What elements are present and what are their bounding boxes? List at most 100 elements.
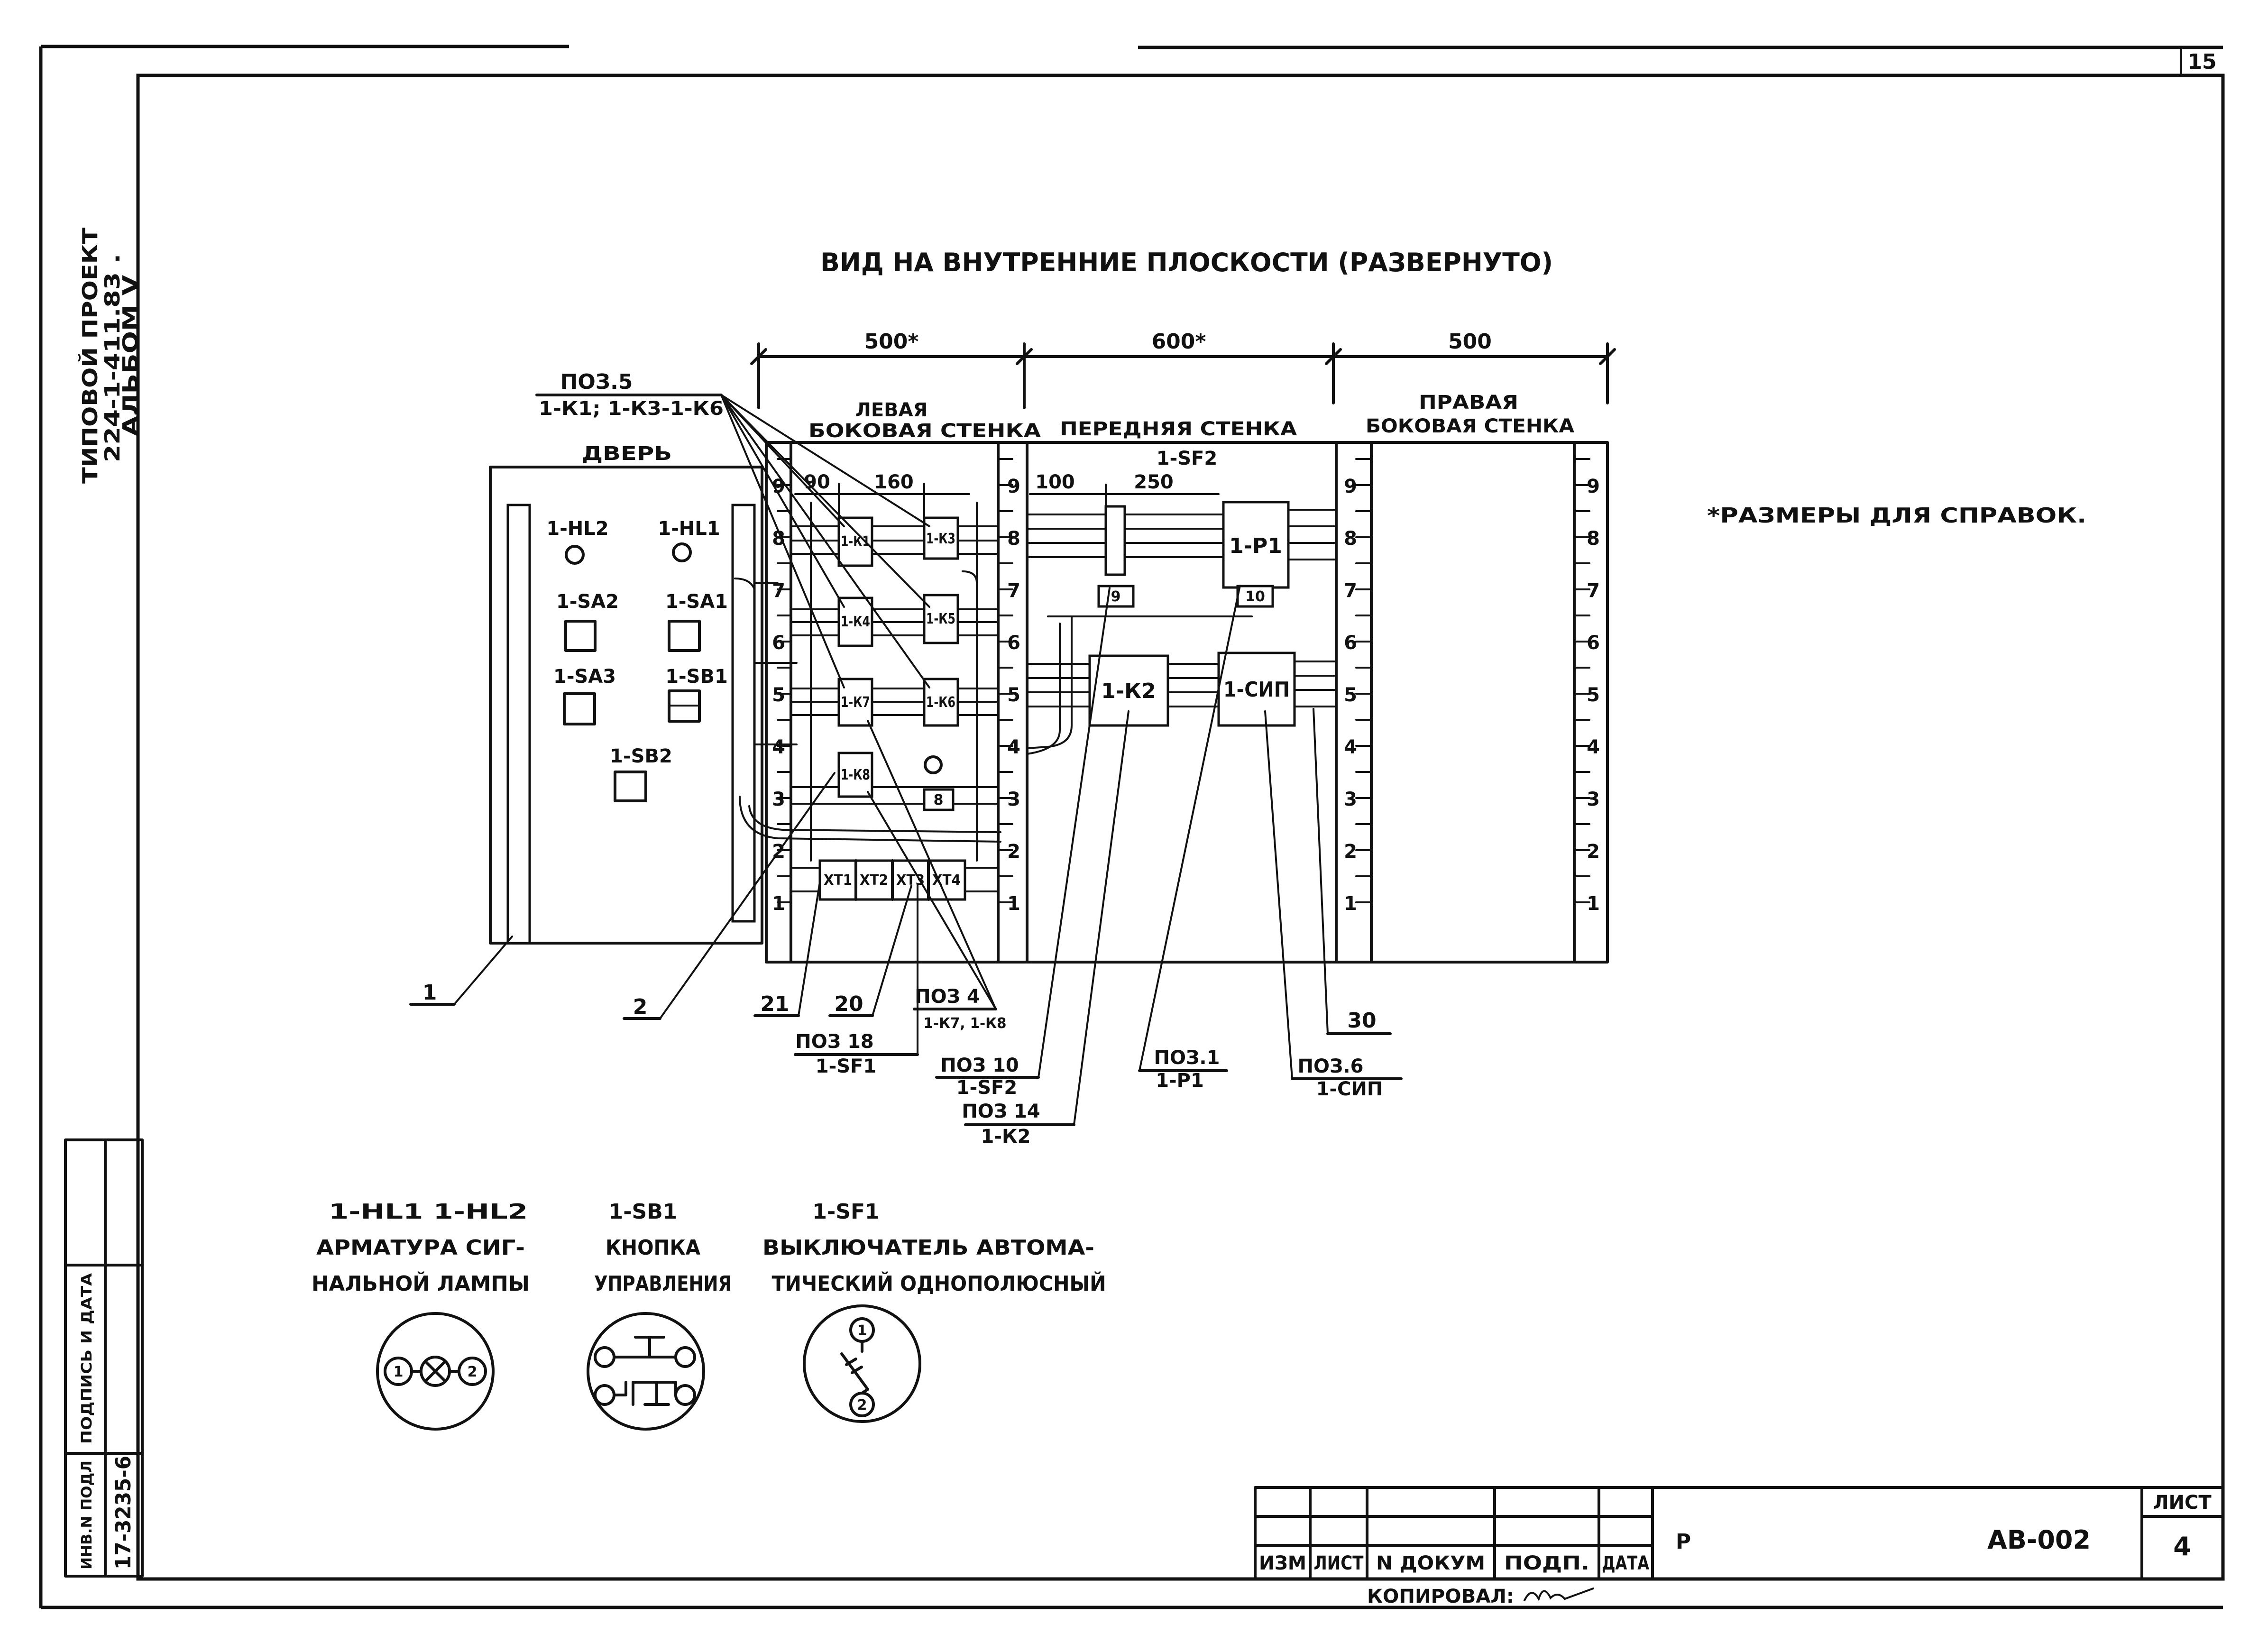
callout-item21: 21 — [760, 992, 789, 1016]
callout-pos10: ПОЗ 10 — [940, 1055, 1019, 1076]
door-sa1-label: 1-SA1 — [665, 591, 728, 613]
legend-breaker: 1-SF1 ВЫКЛЮЧАТЕЛЬ АВТОМА- ТИЧЕСКИЙ ОДНОП… — [762, 1200, 1106, 1423]
copier-signature — [1524, 1588, 1594, 1602]
marker-10: 10 — [1245, 588, 1265, 605]
scale-mark-3-4: 4 — [1344, 736, 1357, 758]
scale-mark-3-5: 5 — [1344, 684, 1357, 706]
scale-mark-4-2: 2 — [1587, 841, 1600, 863]
legend-button: 1-SB1 КНОПКА УПРАВЛЕНИЯ — [587, 1200, 732, 1431]
scale-mark-3-2: 2 — [1344, 841, 1357, 863]
door-sb2-label: 1-SB2 — [610, 745, 672, 767]
scale-mark-4-8: 8 — [1587, 528, 1600, 550]
scale-mark-2-9: 9 — [1007, 476, 1020, 497]
breaker-pin1: 1 — [857, 1322, 867, 1339]
callout-item1: 1 — [422, 981, 437, 1005]
tb-code: АВ-002 — [1987, 1525, 2091, 1555]
dim-front-wall: 600* — [1152, 330, 1206, 354]
tb-sheet-no: 4 — [2173, 1532, 2191, 1561]
front-wall-caption: ПЕРЕДНЯЯ СТЕНКА — [1060, 418, 1297, 440]
reference-note: *РАЗМЕРЫ ДЛЯ СПРАВОК. — [1707, 504, 2086, 528]
relay-k6: 1-К6 — [926, 694, 955, 711]
callout-item30: 30 — [1347, 1009, 1376, 1033]
side-stamp-line1: ТИПОВОЙ ПРОЕКТ — [77, 228, 102, 484]
right-wall-caption-2: БОКОВАЯ СТЕНКА — [1366, 415, 1574, 437]
archive-sign-label: ПОДПИСЬ И ДАТА — [79, 1273, 95, 1444]
scale-mark-3-8: 8 — [1344, 528, 1357, 550]
legend-button-line1: КНОПКА — [606, 1236, 700, 1260]
dim-left-wall: 500* — [864, 330, 919, 354]
tb-col-sign: ПОДП. — [1504, 1552, 1589, 1574]
scale-mark-3-6: 6 — [1344, 632, 1357, 654]
scale-mark-1-5: 5 — [772, 684, 785, 706]
indicator-circle-icon — [924, 755, 943, 774]
device-k2: 1-К2 — [1101, 679, 1156, 703]
scale-mark-1-4: 4 — [772, 736, 785, 758]
relay-k5: 1-К5 — [926, 611, 955, 627]
scale-mark-3-3: 3 — [1344, 789, 1357, 810]
scale-mark-2-3: 3 — [1007, 789, 1020, 810]
scale-mark-2-5: 5 — [1007, 684, 1020, 706]
legend-lamp: 1-HL1 1-HL2 АРМАТУРА СИГ- НАЛЬНОЙ ЛАМПЫ … — [312, 1200, 530, 1431]
terminal-xt2: XT2 — [860, 872, 888, 889]
lamp-hl2-icon — [565, 545, 585, 565]
button-symbol-icon — [587, 1312, 705, 1431]
callout-pos1: ПОЗ.1 — [1154, 1047, 1220, 1069]
scale-mark-4-3: 3 — [1587, 789, 1600, 810]
lamp-pin1: 1 — [394, 1364, 404, 1380]
breaker-symbol-icon — [803, 1304, 921, 1423]
sheet-frames — [39, 45, 2225, 1609]
scale-mark-4-9: 9 — [1587, 476, 1600, 497]
callout-pos14-ref: 1-К2 — [981, 1126, 1031, 1147]
archive-inv-label: ИНВ.N ПОДЛ — [79, 1460, 95, 1569]
title-block: ИЗМ ЛИСТ N ДОКУМ ПОДП. ДАТА Р АВ-002 ЛИС… — [1254, 1486, 2224, 1607]
terminal-xt1: XT1 — [824, 872, 852, 889]
terminal-block: XT1 XT2 XT3 XT4 — [790, 859, 999, 901]
overall-dimensions: 500* 600* 500 — [750, 330, 1616, 409]
right-wall-panel — [1335, 441, 1609, 964]
dim-160: 160 — [874, 471, 914, 493]
scale-mark-3-7: 7 — [1344, 580, 1357, 602]
callout-item2: 2 — [633, 995, 648, 1019]
scale-mark-2-2: 2 — [1007, 841, 1020, 863]
scale-mark-4-7: 7 — [1587, 580, 1600, 602]
wall-captions: ЛЕВАЯ БОКОВАЯ СТЕНКА ПЕРЕДНЯЯ СТЕНКА ПРА… — [808, 392, 1574, 442]
legend-breaker-line2: ТИЧЕСКИЙ ОДНОПОЛЮСНЫЙ — [772, 1271, 1106, 1296]
relay-k7: 1-К7 — [841, 694, 870, 711]
callout-item20: 20 — [834, 992, 863, 1016]
tb-stage: Р — [1676, 1530, 1691, 1554]
scale-mark-3-9: 9 — [1344, 476, 1357, 497]
door-sa2-label: 1-SA2 — [556, 591, 619, 613]
marker-9: 9 — [1111, 588, 1121, 605]
dim-250: 250 — [1134, 471, 1174, 493]
left-wall-panel: 90 160 1-К1 1-К3 1-К4 1-К5 1-К7 1-К6 1-К… — [765, 441, 1028, 964]
legend-lamp-refs: 1-HL1 1-HL2 — [329, 1200, 528, 1224]
scale-mark-1-7: 7 — [772, 580, 785, 602]
scale-mark-2-6: 6 — [1007, 632, 1020, 654]
door-hl2-label: 1-HL2 — [546, 518, 608, 540]
side-stamp: ТИПОВОЙ ПРОЕКТ 224-1-411.83 . АЛЬБОМ V — [77, 228, 143, 484]
scale-mark-2-8: 8 — [1007, 528, 1020, 550]
callout-pos5-ref: 1-К1; 1-К3-1-К6 — [539, 398, 724, 420]
legend-button-line2: УПРАВЛЕНИЯ — [594, 1272, 732, 1296]
left-wall-caption-1: ЛЕВАЯ — [855, 399, 928, 421]
drawing-title: ВИД НА ВНУТРЕННИЕ ПЛОСКОСТИ (РАЗВЕРНУТО) — [820, 248, 1553, 277]
callout-pos1-ref: 1-Р1 — [1156, 1070, 1204, 1092]
lamp-hl1-icon — [672, 542, 692, 562]
door-panel: ДВЕРЬ 1-HL2 1-HL1 1-SA2 1-SA1 1-SA3 1-SB… — [489, 443, 1001, 945]
relay-k4: 1-К4 — [841, 614, 870, 630]
legend-breaker-line1: ВЫКЛЮЧАТЕЛЬ АВТОМА- — [762, 1236, 1094, 1260]
tb-col-list: ЛИСТ — [1314, 1552, 1364, 1574]
scale-mark-2-4: 4 — [1007, 736, 1020, 758]
archive-inv-number: 17-3235-6 — [111, 1456, 136, 1569]
callout-pos14: ПОЗ 14 — [962, 1101, 1040, 1122]
side-stamp-line3: АЛЬБОМ V — [119, 275, 143, 436]
device-sip: 1-СИП — [1223, 678, 1290, 702]
callout-pos10-ref: 1-SF2 — [956, 1077, 1017, 1099]
door-label: ДВЕРЬ — [582, 443, 672, 465]
tb-copied-label: КОПИРОВАЛ: — [1367, 1586, 1514, 1607]
archive-stamp: ПОДПИСЬ И ДАТА ИНВ.N ПОДЛ 17-3235-6 — [64, 1138, 144, 1578]
page-number: 15 — [2187, 50, 2216, 74]
scale-mark-2-1: 1 — [1007, 893, 1020, 915]
front-wall-panel: 1-SF2 100 250 9 1-Р1 — [1026, 441, 1338, 964]
